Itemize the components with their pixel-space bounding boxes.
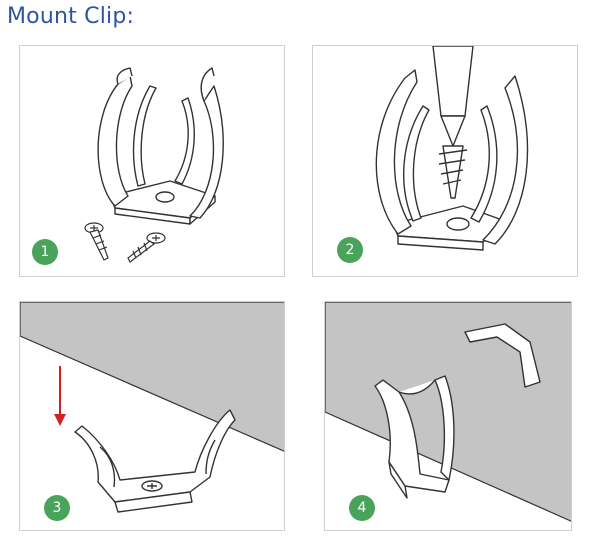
- down-arrow-icon: [54, 366, 66, 426]
- step-number-badge: 1: [32, 239, 58, 265]
- screwdriver-fastening-illustration: [375, 46, 529, 251]
- step-number-badge: 3: [44, 495, 70, 521]
- tube-insertion-illustration: [20, 302, 284, 513]
- step-number-badge: 2: [337, 237, 363, 263]
- clip-and-screws-illustration: [84, 67, 224, 263]
- tube-secured-illustration: [325, 302, 571, 522]
- step-3-panel: 3: [19, 301, 285, 531]
- step-number-badge: 4: [349, 495, 375, 521]
- step-2-panel: 2: [312, 45, 578, 277]
- step-1-panel: 1: [19, 45, 285, 277]
- page-title: Mount Clip:: [7, 4, 135, 29]
- step-4-panel: 4: [324, 301, 572, 531]
